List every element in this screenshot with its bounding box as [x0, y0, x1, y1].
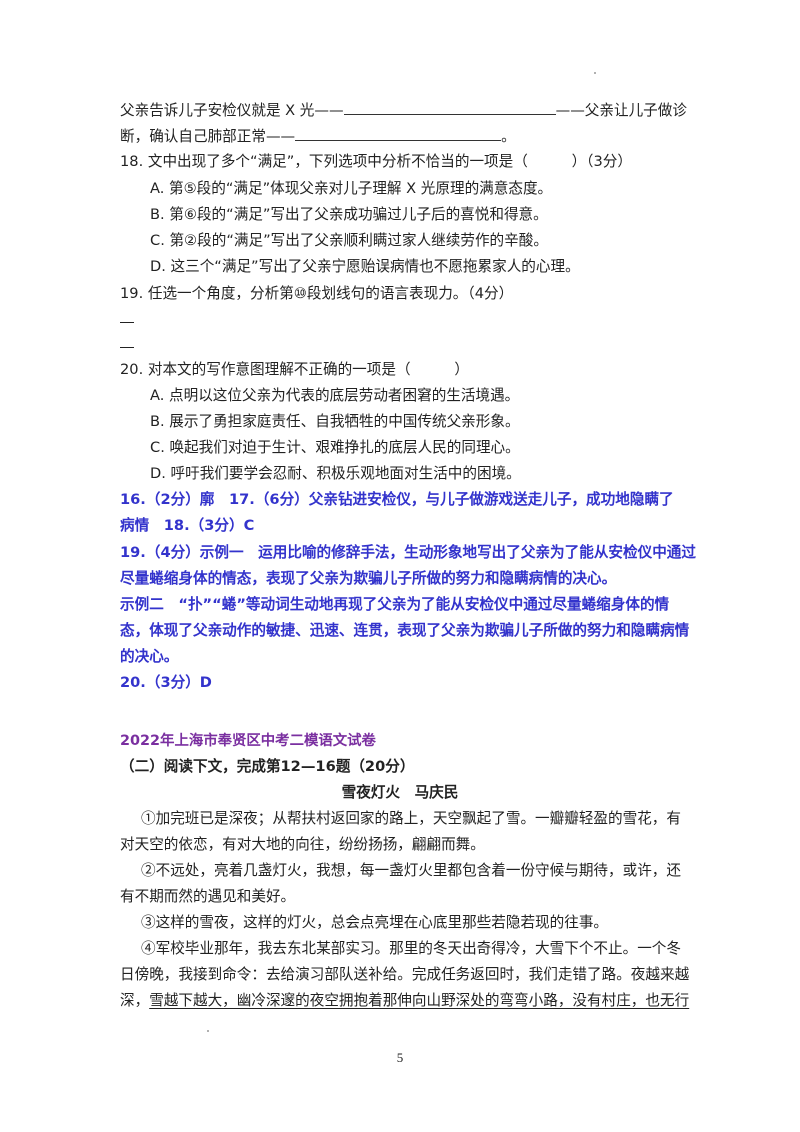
q18-option-b: B. 第⑥段的“满足”写出了父亲成功骗过儿子后的喜悦和得意。 — [150, 206, 548, 223]
fill-in-text: 父亲告诉儿子安检仪就是 X 光—— — [120, 102, 344, 119]
question-19-stem: 19. 任选一个角度，分析第⑩段划线句的语言表现力。（4分） — [120, 285, 514, 302]
plain-text: 深， — [120, 992, 150, 1009]
q20-option-a: A. 点明以这位父亲为代表的底层劳动者困窘的生活境遇。 — [150, 387, 520, 404]
fill-in-text: ——父亲让儿子做诊 — [555, 102, 687, 119]
q20-option-c: C. 唤起我们对迫于生计、艰难挣扎的底层人民的同理心。 — [150, 439, 520, 456]
section-title: （二）阅读下文，完成第12—16题（20分） — [120, 758, 415, 775]
q18-option-a: A. 第⑤段的“满足”体现父亲对儿子理解 X 光原理的满意态度。 — [150, 180, 553, 197]
answer-dash — [120, 347, 134, 348]
answer-line: 态，体现了父亲动作的敏捷、迅速、连贯，表现了父亲为欺骗儿子所做的努力和隐瞒病情 — [120, 622, 690, 639]
page-number: 5 — [396, 1050, 404, 1065]
q18-option-c: C. 第②段的“满足”写出了父亲顺利瞒过家人继续劳作的辛酸。 — [150, 232, 548, 249]
fill-in-text: 断，确认自己肺部正常—— — [120, 128, 296, 145]
article-paragraph-1-cont: 对天空的依恋，有对大地的向往，纷纷扬扬，翩翩而舞。 — [120, 836, 485, 853]
answer-line: 示例二 “扑”“蜷”等动词生动地再现了父亲为了能从安检仪中通过尽量蜷缩身体的情 — [120, 596, 670, 613]
scan-speck — [594, 72, 596, 74]
answer-blank — [295, 126, 502, 141]
q18-option-d: D. 这三个“满足”写出了父亲宁愿贻误病情也不愿拖累家人的心理。 — [150, 258, 580, 275]
answer-line: 20.（3分）D — [120, 674, 212, 691]
q20-option-d: D. 呼吁我们要学会忍耐、积极乐观地面对生活中的困境。 — [150, 465, 521, 482]
answer-line: 19.（4分）示例一 运用比喻的修辞手法，生动形象地写出了父亲为了能从安检仪中通… — [120, 544, 696, 561]
answer-line: 尽量蜷缩身体的情态，表现了父亲为欺骗儿子所做的努力和隐瞒病情的决心。 — [120, 570, 617, 587]
article-paragraph-2-cont: 有不期而然的遇见和美好。 — [120, 888, 296, 905]
answer-line: 的决心。 — [120, 648, 179, 665]
answer-line: 16.（2分）廓 17.（6分）父亲钻进安检仪，与儿子做游戏送走儿子，成功地隐瞒… — [120, 491, 674, 508]
underlined-sentence: 雪越下越大，幽冷深邃的夜空拥抱着那伸向山野深处的弯弯小路，没有村庄，也无行 — [149, 992, 690, 1009]
fill-in-line-1: 父亲告诉儿子安检仪就是 X 光—— ——父亲让儿子做诊 — [120, 100, 687, 121]
scan-speck — [207, 1030, 209, 1032]
article-title: 雪夜灯火 马庆民 — [341, 784, 459, 801]
article-paragraph-4-cont: 深，雪越下越大，幽冷深邃的夜空拥抱着那伸向山野深处的弯弯小路，没有村庄，也无行 — [120, 991, 689, 1011]
article-paragraph-4: ④军校毕业那年，我去东北某部实习。那里的冬天出奇得冷，大雪下个不止。一个冬 — [141, 940, 681, 957]
article-paragraph-4-cont: 日傍晚，我接到命令：去给演习部队送补给。完成任务返回时，我们走错了路。夜越来越 — [120, 966, 690, 983]
fill-in-line-2: 断，确认自己肺部正常—— 。 — [120, 126, 516, 147]
answer-blank — [343, 100, 556, 115]
exam-title: 2022年上海市奉贤区中考二模语文试卷 — [120, 733, 376, 749]
question-18-stem: 18. 文中出现了多个“满足”，下列选项中分析不恰当的一项是（ ）（3分） — [120, 153, 632, 170]
article-paragraph-3: ③这样的雪夜，这样的灯火，总会点亮埋在心底里那些若隐若现的往事。 — [141, 914, 609, 931]
answer-line: 病情 18.（3分）C — [120, 517, 255, 534]
answer-dash — [120, 322, 134, 323]
question-20-stem: 20. 对本文的写作意图理解不正确的一项是（ ） — [120, 361, 469, 378]
q20-option-b: B. 展示了勇担家庭责任、自我牺牲的中国传统父亲形象。 — [150, 413, 520, 430]
article-paragraph-2: ②不远处，亮着几盏灯火，我想，每一盏灯火里都包含着一份守候与期待，或许，还 — [141, 862, 681, 879]
article-paragraph-1: ①加完班已是深夜；从帮扶村返回家的路上，天空飘起了雪。一瓣瓣轻盈的雪花，有 — [141, 810, 681, 827]
fill-in-text: 。 — [501, 128, 516, 145]
